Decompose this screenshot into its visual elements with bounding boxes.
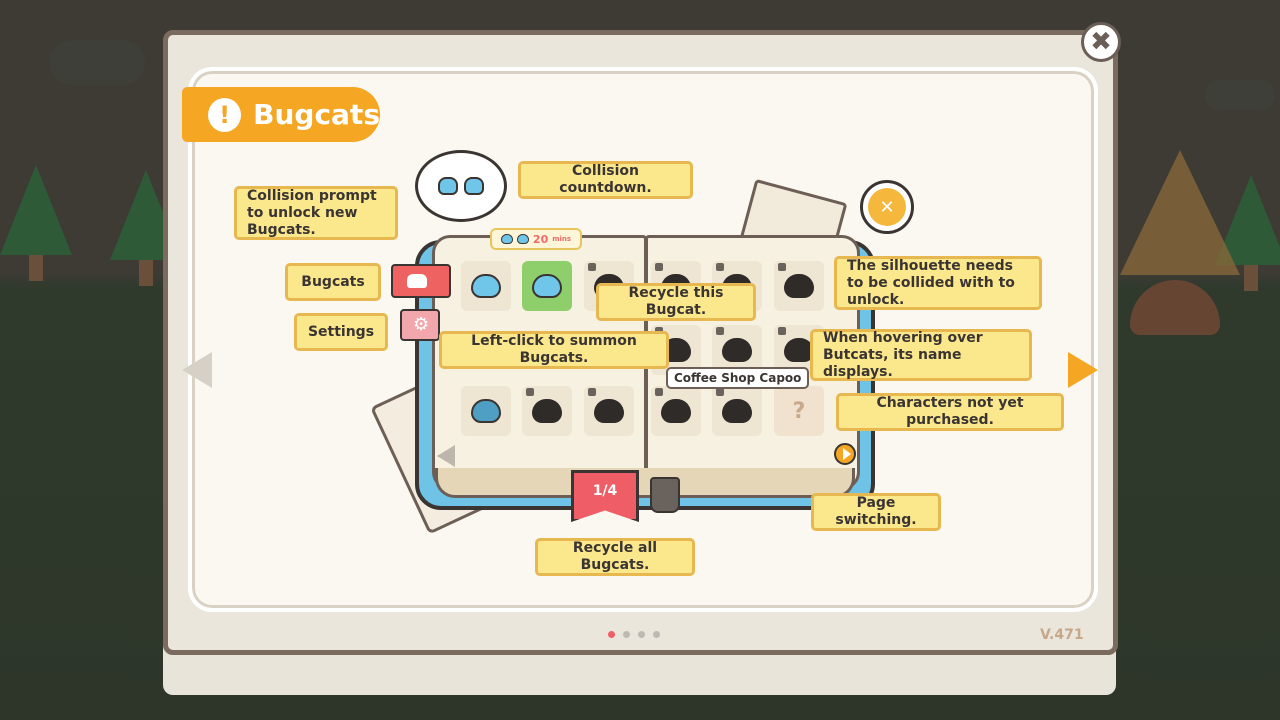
close-button[interactable]: ✖ xyxy=(1081,22,1121,62)
lock-icon xyxy=(526,388,534,396)
bugcat-slot-locked[interactable] xyxy=(584,386,634,436)
callout-recycle-all: Recycle all Bugcats. xyxy=(535,538,695,576)
tent xyxy=(1120,150,1240,275)
pagination-dot[interactable] xyxy=(653,631,660,638)
bugcat-figure xyxy=(471,399,501,423)
lock-icon xyxy=(655,388,663,396)
collision-countdown-tab: 20 mins xyxy=(490,228,582,250)
countdown-unit: mins xyxy=(552,235,572,243)
bugcat-figure xyxy=(471,274,501,298)
bugcat-name-tooltip: Coffee Shop Capoo xyxy=(666,367,810,389)
next-page-arrow[interactable] xyxy=(1068,352,1098,388)
pagination-dots xyxy=(608,631,660,638)
bugcat-silhouette xyxy=(784,274,814,298)
pagination-dot[interactable] xyxy=(623,631,630,638)
bugcat-silhouette xyxy=(532,399,562,423)
callout-collision-prompt: Collision prompt to unlock new Bugcats. xyxy=(234,186,398,240)
bugcat-icon xyxy=(516,234,529,244)
callout-page-switching: Page switching. xyxy=(811,493,941,531)
lock-icon xyxy=(655,263,663,271)
pagination-dot-active[interactable] xyxy=(608,631,615,638)
previous-page-arrow[interactable] xyxy=(182,352,212,388)
book-pages-edge xyxy=(435,468,855,498)
pine-tree xyxy=(0,165,72,281)
bugcat-icon xyxy=(438,177,458,195)
bugcat-silhouette xyxy=(784,338,814,362)
bugcat-icon xyxy=(500,234,513,244)
bugcat-slot-locked[interactable] xyxy=(651,386,701,436)
bugcats-tab[interactable] xyxy=(391,264,451,298)
lock-icon xyxy=(588,388,596,396)
bugcat-silhouette xyxy=(722,399,752,423)
bugcat-slot-locked[interactable] xyxy=(774,261,824,311)
book-prev-page-arrow[interactable] xyxy=(437,445,455,467)
callout-not-purchased: Characters not yet purchased. xyxy=(836,393,1064,431)
bugcat-icon xyxy=(464,177,484,195)
lock-icon xyxy=(716,327,724,335)
callout-bugcats-tab: Bugcats xyxy=(285,263,381,301)
cloud xyxy=(1205,80,1275,110)
callout-recycle-one: Recycle this Bugcat. xyxy=(596,283,756,321)
collision-prompt-bubble xyxy=(415,150,507,222)
bugcat-silhouette xyxy=(661,399,691,423)
bugcat-slot-unpurchased[interactable]: ? xyxy=(774,386,824,436)
lock-icon xyxy=(778,327,786,335)
bugcat-figure xyxy=(532,274,562,298)
bugcat-slot[interactable] xyxy=(461,386,511,436)
bugcat-slot-selected[interactable] xyxy=(522,261,572,311)
collision-badge[interactable]: ✕ xyxy=(860,180,914,234)
lock-icon xyxy=(778,263,786,271)
lock-icon xyxy=(716,388,724,396)
bugcat-slot[interactable] xyxy=(461,261,511,311)
callout-settings-tab: Settings xyxy=(294,313,388,351)
title-banner: ! Bugcats xyxy=(182,87,380,142)
cloud xyxy=(50,40,145,85)
lock-icon xyxy=(716,263,724,271)
callout-silhouette: The silhouette needs to be collided with… xyxy=(834,256,1042,310)
page-title: Bugcats xyxy=(253,98,380,131)
recycle-all-button[interactable] xyxy=(650,477,680,513)
bugcat-slot-locked[interactable] xyxy=(712,386,762,436)
exclamation-icon: ! xyxy=(208,97,242,132)
version-label: V.471 xyxy=(1040,627,1084,643)
lock-icon xyxy=(588,263,596,271)
bugcat-silhouette xyxy=(722,338,752,362)
crossed-tape-icon: ✕ xyxy=(868,188,906,226)
bugcat-slot-locked[interactable] xyxy=(522,386,572,436)
settings-tab[interactable] xyxy=(400,309,440,341)
book-next-page-arrow[interactable] xyxy=(834,443,856,465)
callout-hover-name: When hovering over Butcats, its name dis… xyxy=(810,329,1032,381)
bugcat-silhouette xyxy=(594,399,624,423)
bugcat-slot-locked[interactable] xyxy=(712,325,762,375)
callout-collision-countdown: Collision countdown. xyxy=(518,161,693,199)
callout-left-click: Left-click to summon Bugcats. xyxy=(439,331,669,369)
pagination-dot[interactable] xyxy=(638,631,645,638)
countdown-value: 20 xyxy=(532,232,549,246)
